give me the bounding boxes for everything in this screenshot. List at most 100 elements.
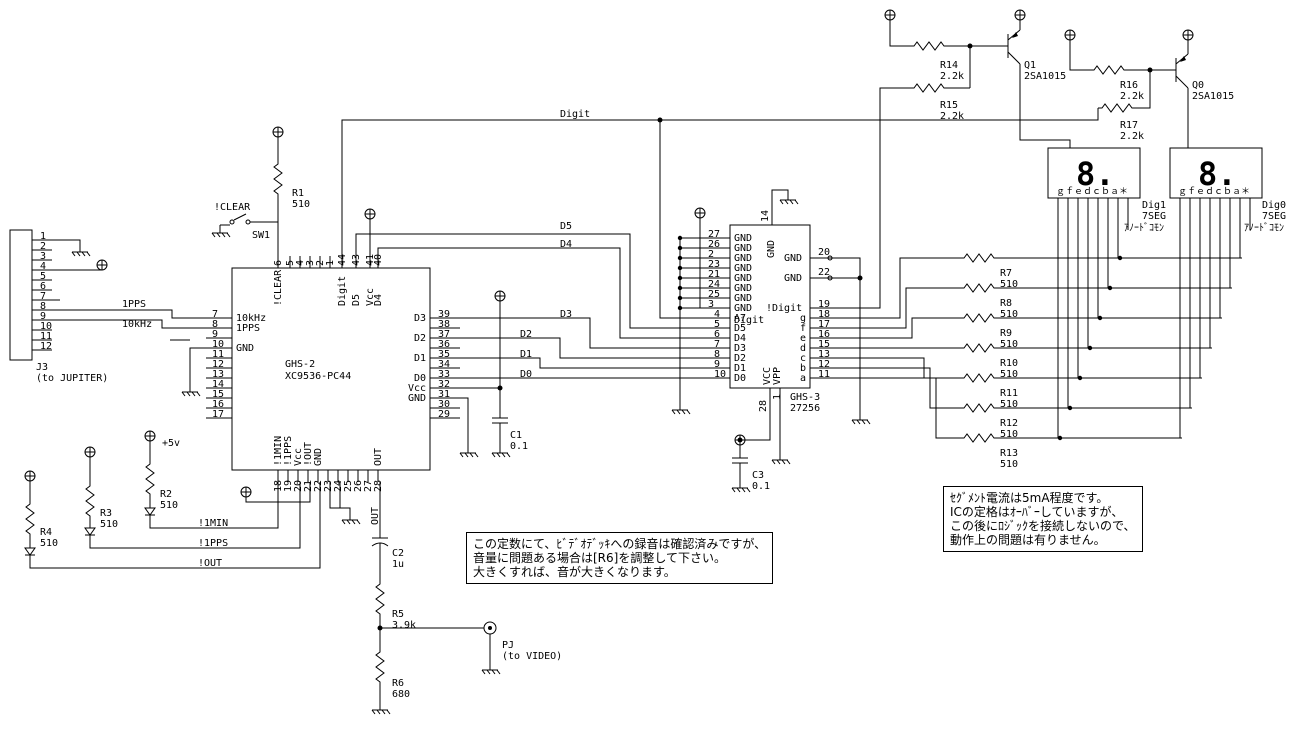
ghs3-left-pin-name: D3	[734, 343, 746, 354]
ghs2-right-pin-number: 38	[438, 319, 450, 330]
dig0-glyph: 8.	[1198, 155, 1237, 193]
r6-ref: R6	[392, 678, 404, 689]
ghs3-right-pin-number: 12	[818, 359, 830, 370]
ghs2-left-pin-number: 9	[212, 329, 218, 340]
net-d2-label: D2	[520, 329, 532, 340]
ghs2-right-pin-number: 33	[438, 369, 450, 380]
ghs3-gnd-pin-number: 2	[708, 249, 714, 260]
j3-pin-number: 9	[40, 311, 46, 322]
dig1-glyph: 8.	[1076, 155, 1115, 193]
j3-pin-number: 8	[40, 301, 46, 312]
ghs3-body	[729, 224, 811, 389]
ghs2-left-pin-number: 8	[212, 319, 218, 330]
ghs2-top-pin-number: 6	[273, 260, 284, 266]
ghs3-pin1-num: 1	[772, 394, 783, 400]
seg-resistor-ref: R13	[1000, 448, 1018, 459]
dig1-type: 7SEG	[1142, 211, 1166, 222]
ghs3-gnd-pin-number: 24	[708, 279, 720, 290]
r1-value: 510	[292, 199, 310, 210]
r16-ref: R16	[1120, 80, 1138, 91]
ghs3-vpp-name: VPP	[772, 367, 783, 385]
segment-note-line: この後にﾛｼﾞｯｸを接続しないので、	[950, 519, 1136, 533]
recording-note-line: 音量に問題ある場合は[R6]を調整して下さい。	[473, 551, 726, 565]
ghs2-top-pin-number: 43	[351, 254, 362, 266]
ghs2-right-pin-name: D0	[414, 373, 426, 384]
ghs2-right-pin-name: D1	[414, 353, 426, 364]
ghs3-right-gnd-pin-name: GND	[784, 253, 802, 264]
ghs3-left-pin-number: 4	[714, 309, 720, 320]
net-out-label: !OUT	[198, 558, 222, 569]
ghs3-left-pin-name: D2	[734, 353, 746, 364]
ghs2-top-pin-name: D5	[351, 294, 362, 306]
ghs2-bottom-pin-number: 23	[323, 480, 334, 492]
segment-note-line: ICの定格はｵｰﾊﾞｰしていますが、	[950, 505, 1124, 519]
dig1-seg-labels: ｇｆｅｄｃｂａ＊	[1056, 186, 1128, 197]
r14-value: 2.2k	[940, 71, 964, 82]
ghs3-pin14-name: GND	[766, 240, 777, 258]
ghs2-top-pin-number: 44	[337, 254, 348, 266]
dig1-ref: Dig1	[1142, 200, 1166, 211]
dig0-display: 8. ｇｆｅｄｃｂａ＊ Dig0 7SEG ｱﾉｰﾄﾞｺﾓﾝ	[1169, 147, 1286, 234]
ghs3-right-pin-name: g	[800, 313, 806, 324]
q0-part: 2SA1015	[1192, 91, 1234, 102]
r15-ref: R15	[940, 100, 958, 111]
ghs3-left-pin-name: D5	[734, 323, 746, 334]
ghs3-gnd-pin-name: GND	[734, 273, 752, 284]
r17-ref: R17	[1120, 120, 1138, 131]
net-d3-label: D3	[560, 309, 572, 320]
ghs3-left-pin-number: 7	[714, 339, 720, 350]
ghs2-bottom-pin-number: 25	[343, 480, 354, 492]
r5-value: 3.9k	[392, 620, 416, 631]
ghs3-pin28-num: 28	[758, 400, 769, 412]
j3-10khz-label: 10kHz	[122, 319, 152, 330]
j3-pin-number: 11	[40, 331, 52, 342]
ghs3-right-pin-number: 11	[818, 369, 830, 380]
r2-value: 510	[160, 500, 178, 511]
ghs2-top-pin-number: 1	[325, 260, 336, 266]
c1-capacitor: C1 0.1	[460, 290, 528, 458]
r14-ref: R14	[940, 60, 958, 71]
ghs3-left-pin-name: D0	[734, 373, 746, 384]
ghs3-gnd-pin-number: 23	[708, 259, 720, 270]
seg-resistor-ref: R10	[1000, 358, 1018, 369]
r1-resistor: R1 510	[272, 126, 310, 256]
r16-value: 2.2k	[1120, 91, 1144, 102]
r5-ref: R5	[392, 609, 404, 620]
ghs3-right-pin-number: 19	[818, 299, 830, 310]
net-out-vert-label: OUT	[370, 507, 381, 525]
net-d4-label: D4	[560, 239, 572, 250]
ghs3-left-pin-name: A7	[734, 313, 746, 324]
r2-led: +5v R2 510 !1MIN	[144, 430, 279, 529]
net-d1-label: D1	[520, 349, 532, 360]
ghs2-left-pin-number: 14	[212, 379, 224, 390]
q1-ref: Q1	[1024, 60, 1036, 71]
ghs3-right-gnd-pin-number: 20	[818, 247, 830, 258]
ghs3-right-pin-name: a	[800, 373, 806, 384]
ghs2-right-pin-number: 30	[438, 399, 450, 410]
ghs2-top-pin-number: 3	[305, 260, 316, 266]
segment-current-note: ｾｸﾞﾒﾝﾄ電流は5mA程度です。 ICの定格はｵｰﾊﾞｰしていますが、 この後…	[943, 486, 1143, 552]
r6-value: 680	[392, 689, 410, 700]
ghs2-ref: GHS-2	[285, 359, 315, 370]
seg-resistor-ref: R8	[1000, 298, 1012, 309]
net-d5-label: D5	[560, 221, 572, 232]
seg-resistor-ref: R12	[1000, 418, 1018, 429]
r4-value: 510	[40, 538, 58, 549]
ghs2-bottom-pin-name: !1PPS	[283, 436, 294, 466]
q1-part: 2SA1015	[1024, 71, 1066, 82]
ghs3-gnd-pin-name: GND	[734, 253, 752, 264]
j3-pin-number: 6	[40, 281, 46, 292]
c1-value: 0.1	[510, 441, 528, 452]
r15-value: 2.2k	[940, 111, 964, 122]
ghs2-left-pin-number: 10	[212, 339, 224, 350]
ghs2-left-pin-number: 15	[212, 389, 224, 400]
r1-ref: R1	[292, 188, 304, 199]
ghs2-left-pin-number: 16	[212, 399, 224, 410]
net-1pps-label: !1PPS	[198, 538, 228, 549]
ghs3-left-pin-number: 9	[714, 359, 720, 370]
ghs3-right-pin-name: c	[800, 353, 806, 364]
j3-desc: (to JUPITER)	[36, 373, 108, 384]
ghs3-gnd-pin-name: GND	[734, 303, 752, 314]
ghs3-gnd-pin-number: 27	[708, 229, 720, 240]
